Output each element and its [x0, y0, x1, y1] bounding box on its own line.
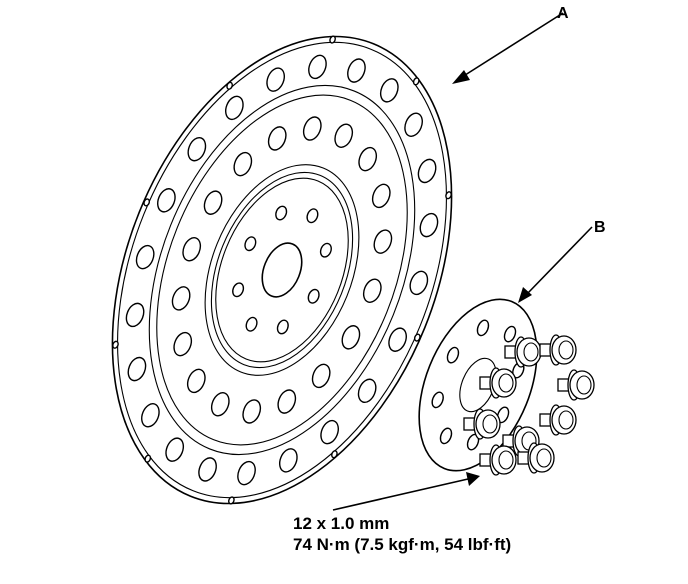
drive-plate-outer-hole [379, 78, 399, 103]
drive-plate-outer-hole [417, 158, 437, 184]
bolt [539, 334, 577, 366]
drive-plate-rim-hole [445, 191, 452, 200]
drive-plate-inner-hole [306, 208, 319, 224]
drive-plate-rim-hole [144, 454, 152, 463]
drive-plate-inner-holes [232, 205, 332, 335]
drive-plate-outer-hole [404, 112, 423, 137]
drive-plate-outer-rim [111, 35, 453, 505]
drive-plate-outer-hole [187, 136, 207, 162]
drive-plate-inner-hole [245, 316, 258, 332]
flywheel-bolts [463, 334, 595, 476]
drive-plate-middle-hole [233, 151, 253, 177]
drive-plate-hub-ring [204, 164, 360, 376]
drive-plate-outer-hole [225, 95, 244, 121]
torque-spec: 12 x 1.0 mm 74 N·m (7.5 kgf·m, 54 lbf·ft… [293, 513, 511, 555]
drive-plate-outer-hole [198, 457, 217, 482]
drive-plate-inner-hole [319, 242, 332, 258]
drive-plate-outer-hole [141, 403, 160, 428]
drive-plate-rim-hole [228, 496, 235, 505]
bolt [479, 367, 517, 399]
drive-plate-outer-hole [266, 67, 286, 92]
drive-plate-outer-hole [237, 460, 256, 486]
drive-plate-inner-hole [232, 282, 245, 298]
drive-plate-rim-hole [226, 81, 233, 90]
drive-plate-rim-hole [412, 77, 420, 86]
drive-plate-middle-hole [203, 190, 223, 215]
drive-plate-outer-hole [157, 188, 176, 213]
drive-plate-rim-hole [143, 198, 151, 207]
drive-plate [111, 35, 453, 505]
drive-plate-rim-holes [112, 35, 452, 505]
bolt-size-text: 12 x 1.0 mm [293, 514, 390, 533]
drive-plate-rim-hole [329, 35, 336, 44]
back-plate-hole [503, 325, 517, 343]
drive-plate-rim-hole [413, 333, 421, 342]
drive-plate-middle-hole [362, 278, 382, 303]
drive-plate-middle-hole [182, 237, 202, 262]
drive-plate-outer-hole [308, 54, 327, 80]
drive-plate-inner-hole [307, 288, 320, 304]
drive-plate-middle-holes [171, 116, 393, 424]
drive-plate-outer-hole [320, 419, 339, 445]
drive-plate-middle-hole [373, 229, 393, 254]
drive-plate-outer-hole [278, 448, 298, 473]
drive-plate-outer-holes [125, 54, 439, 486]
drive-plate-middle-hole [334, 123, 354, 148]
callout-b-label: B [594, 219, 606, 236]
callout-a-leader [452, 12, 564, 84]
bolt [479, 444, 517, 476]
drive-plate-inner-hole [275, 205, 288, 221]
drive-plate-outer-hole [165, 437, 185, 462]
drive-plate-middle-hole [302, 116, 322, 141]
drive-plate-middle-hole [210, 392, 230, 417]
drive-plate-inner-hole [244, 236, 257, 252]
drive-plate-middle-hole [173, 331, 193, 357]
drive-plate-middle-hole [267, 126, 287, 151]
drive-plate-outer-hole [388, 327, 407, 352]
drive-plate-outer-hole [125, 302, 145, 328]
drive-plate-middle-hole [371, 183, 391, 209]
back-plate-outline [418, 298, 538, 472]
drive-plate-outer-hole [409, 270, 429, 296]
back-plate-hole [446, 346, 460, 364]
drive-plate-outer-hole [419, 212, 439, 238]
bolt [539, 404, 577, 436]
torque-spec-leader [332, 472, 480, 511]
drive-plate-rim-hole [331, 450, 338, 459]
drive-plate-middle-hole [171, 286, 191, 311]
back-plate-hole [431, 391, 444, 409]
bolt [463, 408, 501, 440]
bolt [504, 336, 542, 368]
drive-plate-outer-hole [347, 58, 366, 83]
callout-a-label: A [557, 5, 569, 22]
torque-value-text: 74 N·m (7.5 kgf·m, 54 lbf·ft) [293, 535, 512, 554]
drive-plate-middle-hole [186, 368, 206, 394]
drive-plate-outer-hole [135, 244, 155, 270]
drive-plate-outer-hole [127, 356, 147, 382]
callout-b-leader [518, 226, 593, 303]
drive-plate-middle-hole [277, 389, 297, 414]
drive-plate-middle-hole [358, 146, 378, 172]
drive-plate-ring [148, 84, 416, 456]
drive-plate-inner-hole [276, 319, 289, 335]
drive-plate-outer-hole [357, 378, 377, 404]
back-plate-hole [476, 319, 490, 337]
drive-plate-middle-hole [311, 363, 331, 389]
back-plate-hole [439, 427, 453, 445]
drive-plate-middle-hole [341, 325, 361, 350]
drive-plate-center-hole [261, 242, 303, 298]
drive-plate-rim-hole [112, 340, 119, 349]
drive-plate-middle-hole [242, 399, 262, 424]
bolt [517, 442, 555, 474]
bolt [557, 369, 595, 401]
